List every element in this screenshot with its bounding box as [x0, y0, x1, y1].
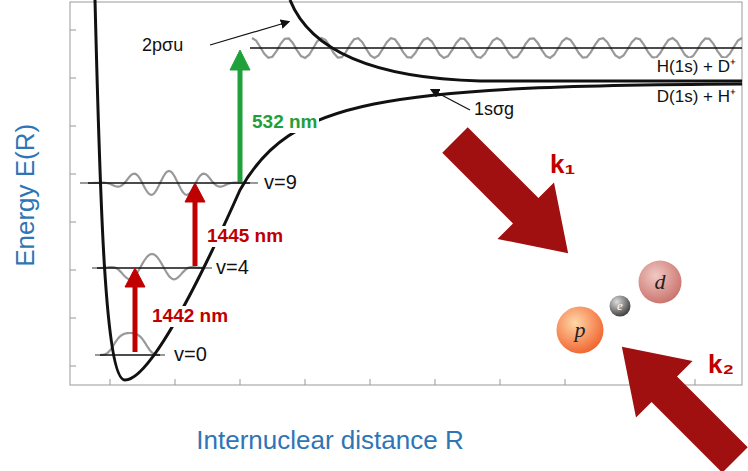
axis-tick — [370, 379, 371, 385]
diagram-label: k₂ — [706, 350, 736, 379]
diagram-label: 1442 nm — [150, 306, 230, 327]
wavefunction — [80, 171, 258, 195]
axis-tick — [240, 379, 241, 385]
axis-tick — [695, 379, 696, 385]
diagram-label: D(1s) + H⁺ — [655, 88, 738, 107]
axis-tick — [70, 222, 76, 223]
beam-arrow-k1 — [427, 112, 597, 282]
particle-label: p — [575, 317, 586, 343]
diagram-label: H(1s) + D⁺ — [655, 58, 738, 77]
laser-arrow-green — [230, 50, 250, 182]
axis-tick — [500, 379, 501, 385]
particle-circle: e — [609, 295, 631, 317]
level-line — [97, 267, 205, 269]
axis-tick — [175, 379, 176, 385]
level-line — [88, 182, 250, 184]
diagram-label: v=9 — [262, 171, 299, 193]
diagram-label: v=4 — [214, 256, 251, 278]
diagram-label: k₁ — [548, 150, 577, 179]
axis-tick — [70, 318, 76, 319]
axis-tick — [305, 379, 306, 385]
diagram-label: v=0 — [172, 343, 209, 365]
axis-tick — [70, 30, 76, 31]
diagram-label: 1445 nm — [205, 226, 285, 247]
ground-state-curve — [95, 0, 742, 380]
diagram-label: Internuclear distance R — [194, 426, 465, 455]
axis-tick — [70, 270, 76, 271]
wavefunction — [95, 333, 165, 355]
axis-tick — [70, 366, 76, 367]
leader-line — [432, 90, 470, 110]
diagram-label: Energy E(R) — [12, 121, 41, 268]
leader-line — [210, 22, 288, 45]
axis-tick — [70, 174, 76, 175]
axis-ticks — [70, 30, 695, 385]
diagram-label: 1sσg — [472, 100, 516, 120]
level-line — [100, 354, 160, 356]
particle-circle: p — [556, 306, 604, 354]
continuum-level — [250, 47, 742, 49]
diagram-label: 2pσu — [140, 36, 185, 56]
particle-label: e — [617, 298, 623, 314]
axis-tick — [565, 379, 566, 385]
axis-tick — [70, 78, 76, 79]
excited-state-curve — [290, 0, 742, 81]
axis-tick — [435, 379, 436, 385]
beam-arrow-k2 — [594, 319, 748, 471]
axis-tick — [70, 126, 76, 127]
particle-label: d — [655, 269, 666, 295]
particle-circle: d — [638, 260, 682, 304]
diagram-label: 532 nm — [250, 112, 319, 133]
axis-tick — [110, 379, 111, 385]
